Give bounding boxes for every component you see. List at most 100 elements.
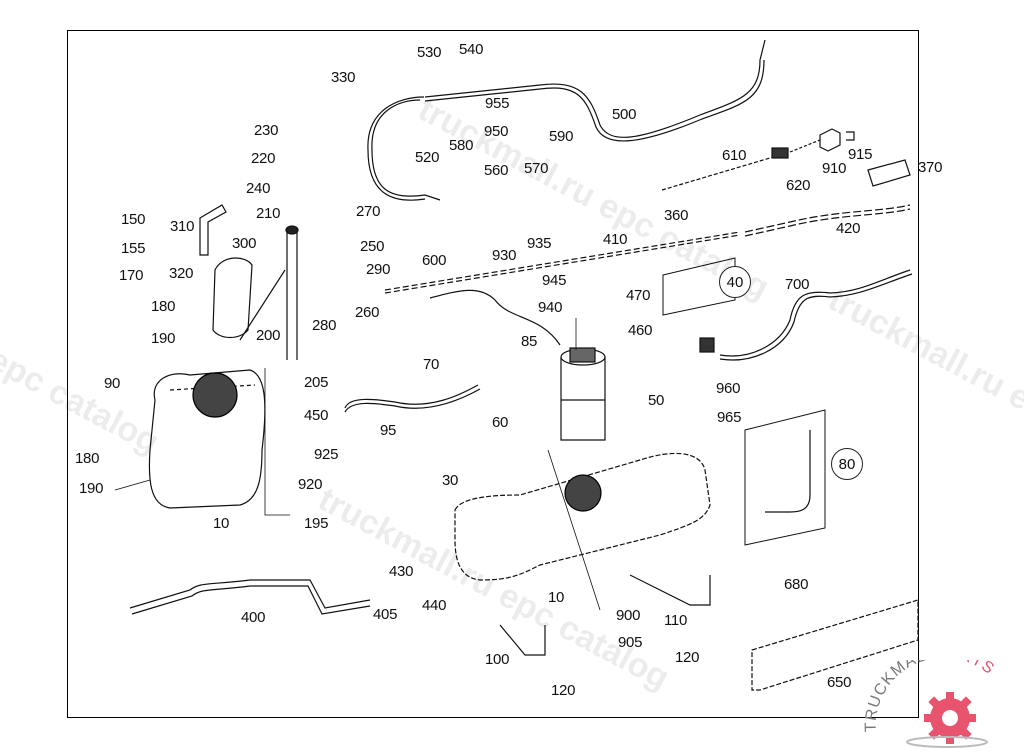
part-callout-405[interactable]: 405 xyxy=(373,606,398,623)
part-callout-270[interactable]: 270 xyxy=(356,203,381,220)
part-callout-650[interactable]: 650 xyxy=(827,674,852,691)
part-callout-10a[interactable]: 10 xyxy=(213,515,230,532)
leader-line xyxy=(264,368,290,516)
seal-915-icon xyxy=(846,131,855,141)
part-callout-70[interactable]: 70 xyxy=(423,356,440,373)
part-callout-370[interactable]: 370 xyxy=(918,159,943,176)
diagram-frame xyxy=(67,30,919,718)
part-callout-530[interactable]: 530 xyxy=(417,44,442,61)
part-callout-570[interactable]: 570 xyxy=(524,160,549,177)
part-callout-170[interactable]: 170 xyxy=(119,267,144,284)
part-callout-590[interactable]: 590 xyxy=(549,128,574,145)
part-callout-290[interactable]: 290 xyxy=(366,261,391,278)
part-callout-960[interactable]: 960 xyxy=(716,380,741,397)
part-callout-330[interactable]: 330 xyxy=(331,69,356,86)
part-callout-195[interactable]: 195 xyxy=(304,515,329,532)
part-callout-955[interactable]: 955 xyxy=(485,95,510,112)
part-callout-945[interactable]: 945 xyxy=(542,272,567,289)
line-420[interactable] xyxy=(744,204,911,237)
part-callout-680[interactable]: 680 xyxy=(784,576,809,593)
line-410[interactable] xyxy=(384,231,741,294)
part-callout-300[interactable]: 300 xyxy=(232,235,257,252)
part-callout-10b[interactable]: 10 xyxy=(548,589,565,606)
part-callout-50[interactable]: 50 xyxy=(648,392,665,409)
part-callout-470[interactable]: 470 xyxy=(626,287,651,304)
kit-40-box xyxy=(662,257,736,316)
part-callout-320[interactable]: 320 xyxy=(169,265,194,282)
fuel-line-500[interactable] xyxy=(367,39,766,201)
part-callout-965[interactable]: 965 xyxy=(717,409,742,426)
harness-700[interactable] xyxy=(699,269,913,361)
part-callout-190a[interactable]: 190 xyxy=(151,330,176,347)
part-callout-220[interactable]: 220 xyxy=(251,150,276,167)
part-callout-205[interactable]: 205 xyxy=(304,374,329,391)
part-callout-85[interactable]: 85 xyxy=(521,333,538,350)
filler-pipe-200[interactable] xyxy=(239,225,299,360)
harness-85 xyxy=(429,289,561,346)
part-callout-430[interactable]: 430 xyxy=(389,563,414,580)
part-callout-900[interactable]: 900 xyxy=(616,607,641,624)
part-callout-930[interactable]: 930 xyxy=(492,247,517,264)
part-300-icon xyxy=(212,257,253,339)
part-callout-520[interactable]: 520 xyxy=(415,149,440,166)
part-callout-150[interactable]: 150 xyxy=(121,211,146,228)
part-callout-915[interactable]: 915 xyxy=(848,146,873,163)
part-callout-910[interactable]: 910 xyxy=(822,160,847,177)
gear-logo-icon: TRUCKMALLPARTS xyxy=(863,645,996,748)
truckmall-parts-logo: TRUCKMALLPARTS xyxy=(862,645,1022,750)
part-callout-310[interactable]: 310 xyxy=(170,218,195,235)
part-callout-935[interactable]: 935 xyxy=(527,235,552,252)
part-callout-540[interactable]: 540 xyxy=(459,41,484,58)
fuel-tank-right[interactable] xyxy=(454,452,711,581)
part-callout-60[interactable]: 60 xyxy=(492,414,509,431)
part-callout-110[interactable]: 110 xyxy=(664,612,688,629)
part-callout-440[interactable]: 440 xyxy=(422,597,447,614)
part-callout-250[interactable]: 250 xyxy=(360,238,385,255)
part-callout-600[interactable]: 600 xyxy=(422,252,447,269)
part-callout-180a[interactable]: 180 xyxy=(151,298,176,315)
part-callout-230[interactable]: 230 xyxy=(254,122,279,139)
part-callout-190b[interactable]: 190 xyxy=(79,480,104,497)
line-610[interactable] xyxy=(661,139,821,191)
part-callout-155[interactable]: 155 xyxy=(121,240,146,257)
kit-callout-40[interactable]: 40 xyxy=(719,266,751,298)
part-callout-410[interactable]: 410 xyxy=(603,231,628,248)
part-callout-360[interactable]: 360 xyxy=(664,207,689,224)
part-callout-500[interactable]: 500 xyxy=(612,106,637,123)
part-callout-400[interactable]: 400 xyxy=(241,609,266,626)
leader-line xyxy=(114,479,151,491)
part-callout-920[interactable]: 920 xyxy=(298,476,323,493)
part-callout-210[interactable]: 210 xyxy=(256,205,281,222)
part-callout-280[interactable]: 280 xyxy=(312,317,337,334)
part-callout-450[interactable]: 450 xyxy=(304,407,329,424)
part-callout-460[interactable]: 460 xyxy=(628,322,653,339)
part-callout-950[interactable]: 950 xyxy=(484,123,509,140)
part-callout-120b[interactable]: 120 xyxy=(551,682,576,699)
part-callout-200[interactable]: 200 xyxy=(256,327,281,344)
kit-80-box xyxy=(744,409,826,546)
part-callout-30[interactable]: 30 xyxy=(442,472,459,489)
part-callout-610[interactable]: 610 xyxy=(722,147,747,164)
part-callout-580[interactable]: 580 xyxy=(449,137,474,154)
part-callout-420[interactable]: 420 xyxy=(836,220,861,237)
part-callout-100[interactable]: 100 xyxy=(485,651,510,668)
part-callout-180b[interactable]: 180 xyxy=(75,450,100,467)
hose-400[interactable] xyxy=(129,579,371,615)
pipe-80 xyxy=(765,430,811,513)
kit-callout-80[interactable]: 80 xyxy=(831,448,863,480)
fuel-filter[interactable] xyxy=(560,347,606,441)
part-callout-940[interactable]: 940 xyxy=(538,299,563,316)
part-callout-905[interactable]: 905 xyxy=(618,634,643,651)
part-callout-90[interactable]: 90 xyxy=(104,375,121,392)
part-callout-925[interactable]: 925 xyxy=(314,446,339,463)
part-callout-260[interactable]: 260 xyxy=(355,304,380,321)
hose-95 xyxy=(344,384,479,409)
fuel-tank-left[interactable] xyxy=(148,369,266,509)
part-callout-620[interactable]: 620 xyxy=(786,177,811,194)
part-callout-560[interactable]: 560 xyxy=(484,162,509,179)
part-callout-120a[interactable]: 120 xyxy=(675,649,700,666)
part-370-icon xyxy=(867,159,911,187)
part-callout-240[interactable]: 240 xyxy=(246,180,271,197)
part-callout-95[interactable]: 95 xyxy=(380,422,397,439)
part-callout-700[interactable]: 700 xyxy=(785,276,810,293)
